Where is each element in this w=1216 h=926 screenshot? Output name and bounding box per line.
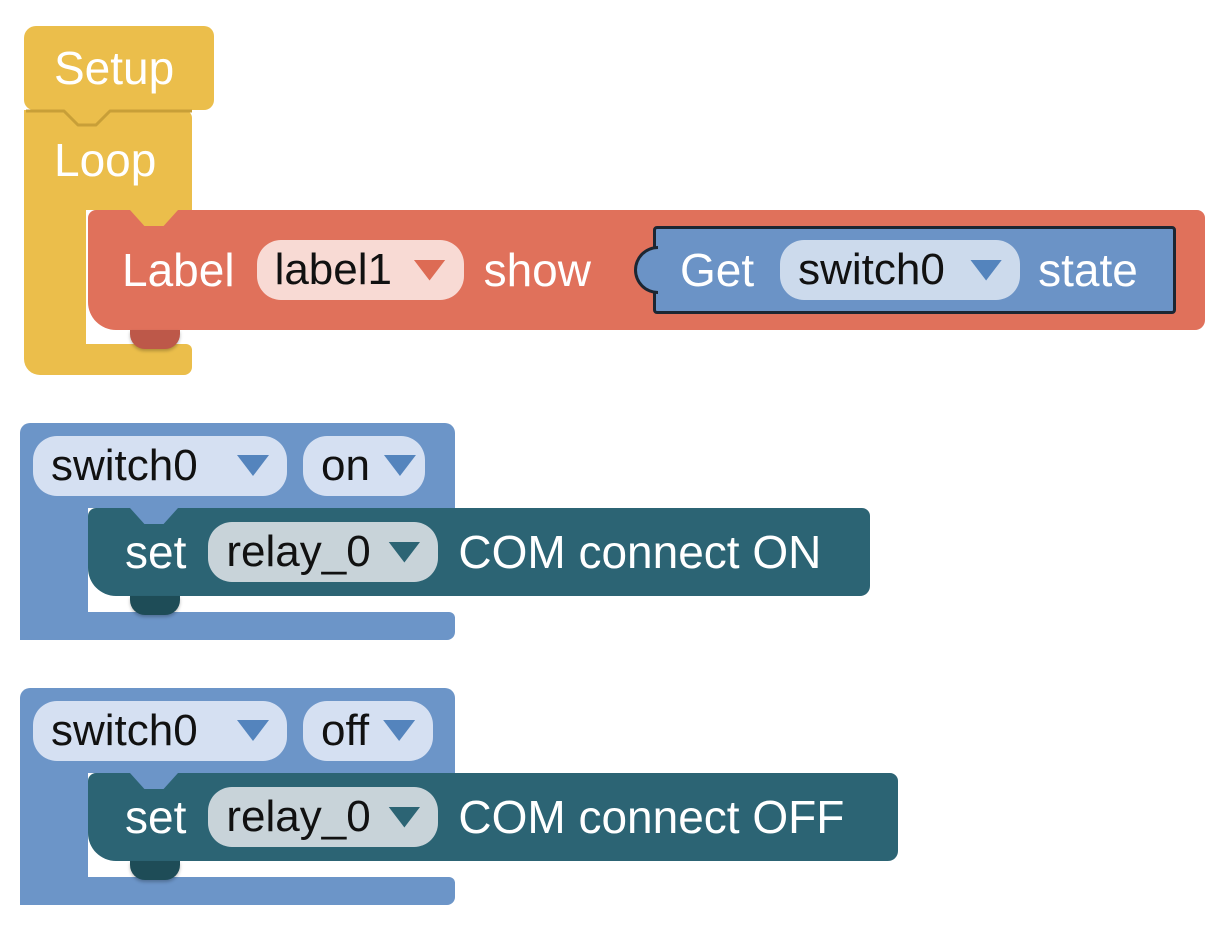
dropdown-arrow-icon: [237, 455, 269, 476]
dropdown-arrow-icon: [383, 720, 416, 741]
get-state-prefix: Get: [679, 244, 755, 296]
label-show-prefix: Label: [122, 244, 235, 296]
next-connection-bump: [130, 330, 180, 349]
dropdown-arrow-icon: [413, 259, 446, 281]
switch-event-value: on: [321, 440, 370, 490]
setup-label: Setup: [54, 42, 175, 94]
get-state-block[interactable]: Get switch0 state: [633, 226, 1176, 314]
dropdown-arrow-icon: [237, 720, 269, 741]
get-state-suffix: state: [1038, 244, 1138, 296]
statement-notch-tab: [130, 210, 178, 226]
dropdown-arrow-icon: [383, 455, 416, 476]
loop-block-bottom-bar[interactable]: [24, 344, 192, 375]
next-connection-bump: [130, 596, 180, 615]
get-device-value: switch0: [798, 245, 945, 294]
label-name-dropdown[interactable]: label1: [256, 240, 464, 300]
set-relay-prefix: set: [125, 526, 187, 578]
switch-device-value: switch0: [51, 440, 198, 490]
dropdown-arrow-icon: [388, 806, 421, 828]
label-name-value: label1: [274, 245, 392, 294]
set-relay-off-block[interactable]: set relay_0 COM connect OFF: [88, 773, 898, 861]
relay-value: relay_0: [226, 527, 371, 576]
set-relay-prefix: set: [125, 791, 187, 843]
relay-dropdown[interactable]: relay_0: [208, 522, 439, 582]
relay-dropdown[interactable]: relay_0: [208, 787, 439, 847]
switch-event-value: off: [321, 705, 370, 755]
loop-block[interactable]: Loop: [24, 110, 192, 210]
setup-block[interactable]: Setup: [24, 26, 214, 110]
switch-device-dropdown[interactable]: switch0: [33, 700, 287, 761]
dropdown-arrow-icon: [970, 259, 1003, 281]
switch-off-event-block[interactable]: switch0 off: [20, 688, 455, 773]
switch-device-dropdown[interactable]: switch0: [33, 435, 287, 496]
get-device-dropdown[interactable]: switch0: [780, 240, 1021, 300]
switch-off-block-bottom-bar[interactable]: [20, 877, 455, 905]
relay-action-label: COM connect ON: [458, 526, 822, 578]
label-show-suffix: show: [483, 244, 591, 296]
relay-action-label: COM connect OFF: [458, 791, 845, 843]
switch-event-dropdown[interactable]: on: [303, 435, 425, 496]
statement-notch-tab: [130, 773, 178, 789]
switch-on-block-bottom-bar[interactable]: [20, 612, 455, 640]
set-relay-on-block[interactable]: set relay_0 COM connect ON: [88, 508, 870, 596]
dropdown-arrow-icon: [388, 541, 421, 563]
switch-event-dropdown[interactable]: off: [303, 700, 433, 761]
loop-block-left-arm[interactable]: [24, 210, 86, 344]
loop-label: Loop: [54, 134, 157, 186]
relay-value: relay_0: [226, 792, 371, 841]
value-connector-tab-icon: [633, 246, 658, 294]
statement-notch-tab: [130, 508, 178, 524]
switch-device-value: switch0: [51, 705, 198, 755]
switch-on-event-block[interactable]: switch0 on: [20, 423, 455, 508]
next-connection-bump: [130, 861, 180, 880]
label-show-block[interactable]: Label label1 show Get switch0 state: [88, 210, 1205, 330]
